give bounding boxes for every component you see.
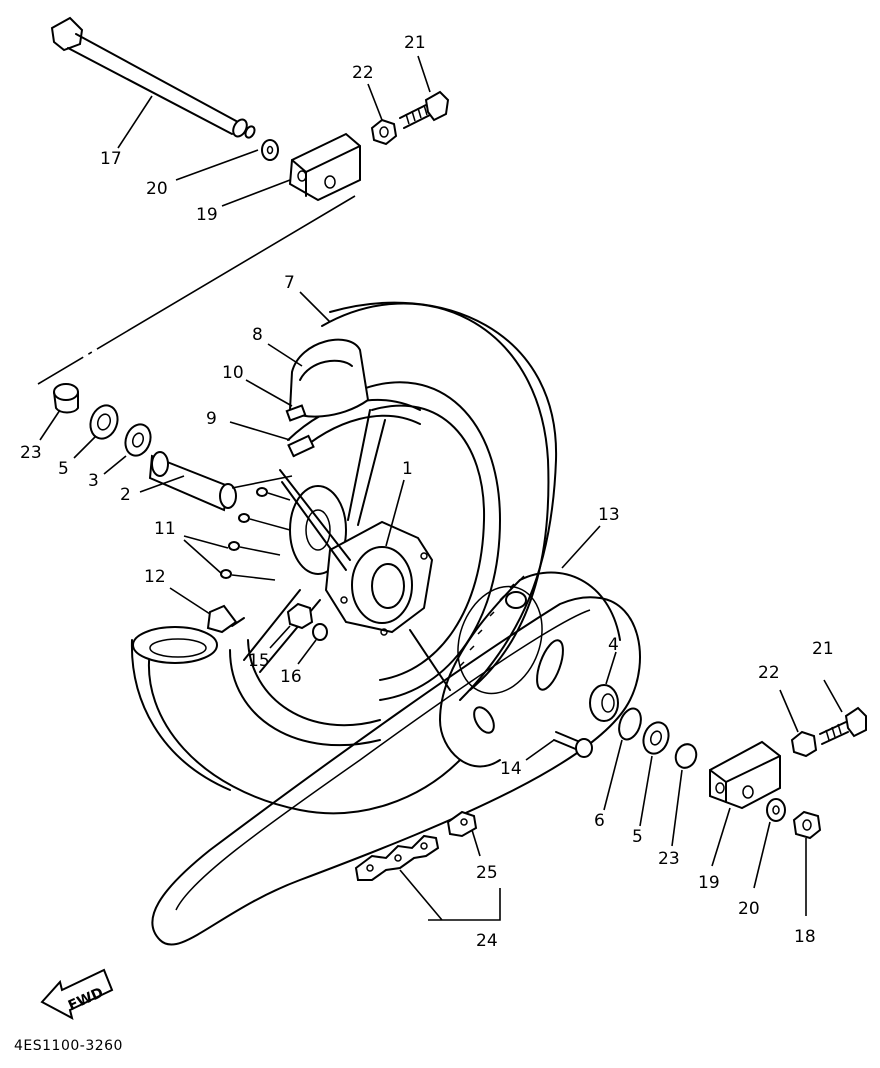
adjuster-bolt-part — [399, 90, 450, 129]
rim-lock-part — [206, 604, 245, 634]
oil-seal-part — [642, 721, 670, 755]
callout-16: 16 — [280, 667, 302, 687]
callout-12: 12 — [144, 567, 166, 587]
callout-18: 18 — [794, 927, 816, 947]
reference-line — [37, 195, 356, 385]
nut-part — [370, 118, 398, 146]
callout-20: 20 — [146, 179, 168, 199]
bearing-part — [124, 423, 152, 457]
reference-line — [231, 475, 293, 489]
callout-20: 20 — [738, 899, 760, 919]
callout-17: 17 — [100, 149, 122, 169]
callout-3: 3 — [88, 471, 99, 491]
chain-clip-part — [446, 810, 478, 838]
drive-chain — [151, 596, 641, 946]
wheel-assembly — [130, 301, 558, 815]
callout-5: 5 — [58, 459, 69, 479]
sprocket-part — [439, 571, 621, 768]
leader-lines — [39, 55, 843, 921]
axle-part — [50, 16, 256, 139]
callout-25: 25 — [476, 863, 498, 883]
callout-2: 2 — [120, 485, 131, 505]
nut-part — [790, 730, 818, 758]
callout-8: 8 — [252, 325, 263, 345]
callout-6: 6 — [594, 811, 605, 831]
washer-part — [766, 798, 786, 822]
callout-19: 19 — [196, 205, 218, 225]
nut-part — [286, 602, 314, 630]
diagram-code: 4ES1100-3260 — [14, 1038, 123, 1054]
adjuster-bolt-part — [819, 706, 867, 745]
callout-19: 19 — [698, 873, 720, 893]
washer-part — [261, 139, 279, 161]
callout-10: 10 — [222, 363, 244, 383]
spacer-part — [148, 451, 237, 512]
callout-14: 14 — [500, 759, 522, 779]
callout-1: 1 — [402, 459, 413, 479]
callout-9: 9 — [206, 409, 217, 429]
callout-11: 11 — [154, 519, 176, 539]
chain-adjuster-part — [709, 740, 781, 810]
callout-5: 5 — [632, 827, 643, 847]
callout-7: 7 — [284, 273, 295, 293]
callout-24: 24 — [476, 931, 498, 951]
callout-22: 22 — [352, 63, 374, 83]
circlip-part — [618, 707, 642, 741]
bolt-set-part — [220, 487, 291, 581]
chain-adjuster-part — [288, 132, 361, 202]
callout-21: 21 — [404, 33, 426, 53]
callout-23: 23 — [20, 443, 42, 463]
washer-part — [312, 623, 328, 641]
chain-joint-part — [354, 834, 440, 881]
callout-4: 4 — [608, 635, 619, 655]
collar-part — [53, 383, 79, 414]
callout-numbers: 17 20 19 22 21 7 8 10 9 23 5 3 2 1 11 12… — [20, 33, 834, 951]
collar-part — [674, 743, 698, 769]
sprocket-bolt-part — [553, 731, 593, 758]
callout-15: 15 — [248, 651, 270, 671]
callout-13: 13 — [598, 505, 620, 525]
callout-21: 21 — [812, 639, 834, 659]
callout-22: 22 — [758, 663, 780, 683]
spacer-part — [589, 684, 619, 722]
nut-part — [792, 810, 822, 840]
oil-seal-part — [89, 404, 119, 440]
callout-23: 23 — [658, 849, 680, 869]
forward-arrow-icon: FWD — [40, 968, 114, 1020]
